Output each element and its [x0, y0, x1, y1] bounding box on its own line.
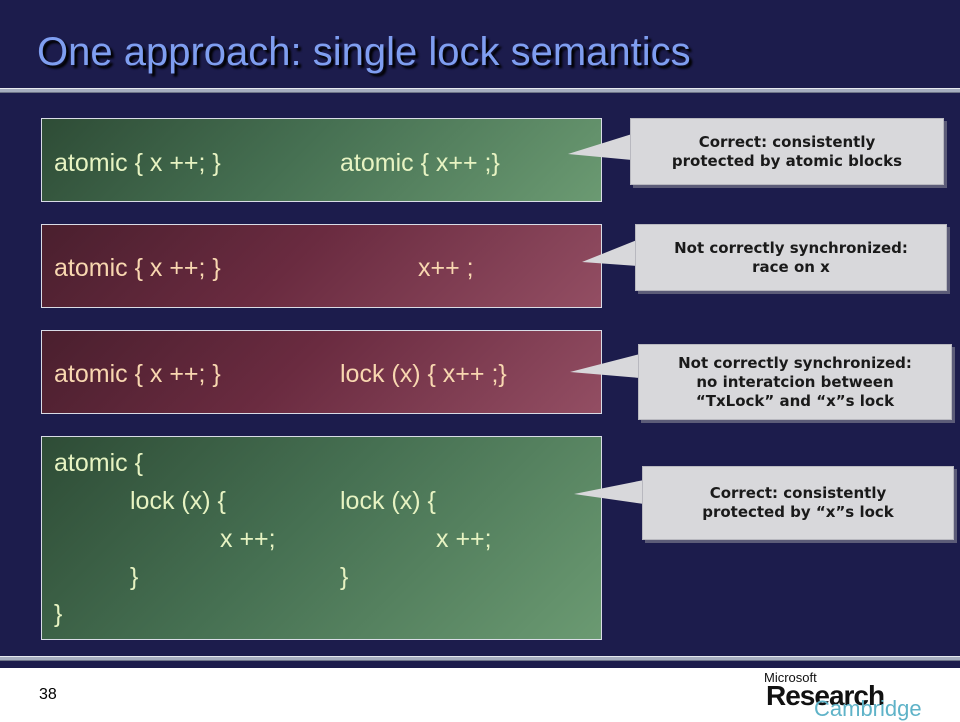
logo-cambridge-text: Cambridge: [814, 696, 922, 721]
example-4-right-line-2: x ++;: [436, 525, 492, 553]
example-4-left-line-2: lock (x) {: [130, 487, 226, 515]
callout-pointer-4: [574, 480, 644, 504]
example-4-left-line-4: }: [130, 563, 139, 591]
callout-4-line-2: protected by “x”s lock: [702, 503, 894, 521]
microsoft-research-cambridge-logo: Microsoft Research Cambridge: [762, 670, 922, 721]
callout-2: Not correctly synchronized: race on x: [635, 224, 947, 291]
callout-3-line-2: no interatcion between: [696, 372, 894, 391]
example-3-left-code: atomic { x ++; }: [54, 360, 221, 388]
example-1-right-code: atomic { x++ ;}: [340, 149, 500, 177]
callout-1-line-2: protected by atomic blocks: [671, 151, 903, 170]
example-box-2: atomic { x ++; } x++ ;: [41, 224, 602, 308]
slide-title: One approach: single lock semantics: [37, 30, 691, 74]
callout-pointer-1: [568, 134, 632, 160]
logo-microsoft-text: Microsoft: [764, 670, 817, 685]
title-divider: [0, 88, 960, 93]
example-4-right-line-3: }: [340, 563, 349, 591]
example-4-left-line-3: x ++;: [220, 525, 276, 553]
example-box-3: atomic { x ++; } lock (x) { x++ ;}: [41, 330, 602, 414]
example-4-left-line-1: atomic {: [54, 449, 143, 477]
callout-3-line-1: Not correctly synchronized:: [678, 353, 912, 372]
example-box-4: atomic { lock (x) { x ++; } } lock (x) {…: [41, 436, 602, 640]
example-1-left-code: atomic { x ++; }: [54, 149, 221, 177]
logo-research-text: Research: [766, 680, 885, 711]
callout-3: Not correctly synchronized: no interatci…: [638, 344, 952, 420]
callout-2-line-1: Not correctly synchronized:: [674, 238, 908, 257]
callout-1: Correct: consistently protected by atomi…: [630, 118, 944, 185]
callout-pointers: [568, 134, 644, 504]
callout-pointer-3: [570, 354, 640, 378]
example-2-right-code: x++ ;: [418, 254, 474, 282]
example-4-right-line-1: lock (x) {: [340, 487, 436, 515]
page-number: 38: [39, 686, 57, 703]
example-box-1: atomic { x ++; } atomic { x++ ;}: [41, 118, 602, 202]
callout-2-line-2: race on x: [752, 257, 830, 276]
example-2-left-code: atomic { x ++; }: [54, 254, 221, 282]
callout-4-line-1: Correct: consistently: [709, 484, 887, 502]
callout-3-line-3: “TxLock” and “x”s lock: [695, 391, 895, 410]
callout-1-line-1: Correct: consistently: [698, 132, 876, 151]
example-3-right-code: lock (x) { x++ ;}: [340, 360, 507, 388]
callout-4: Correct: consistently protected by “x”s …: [642, 466, 954, 540]
footer-divider: [0, 656, 960, 661]
example-4-left-line-5: }: [54, 600, 63, 628]
callout-pointer-2: [582, 240, 637, 266]
